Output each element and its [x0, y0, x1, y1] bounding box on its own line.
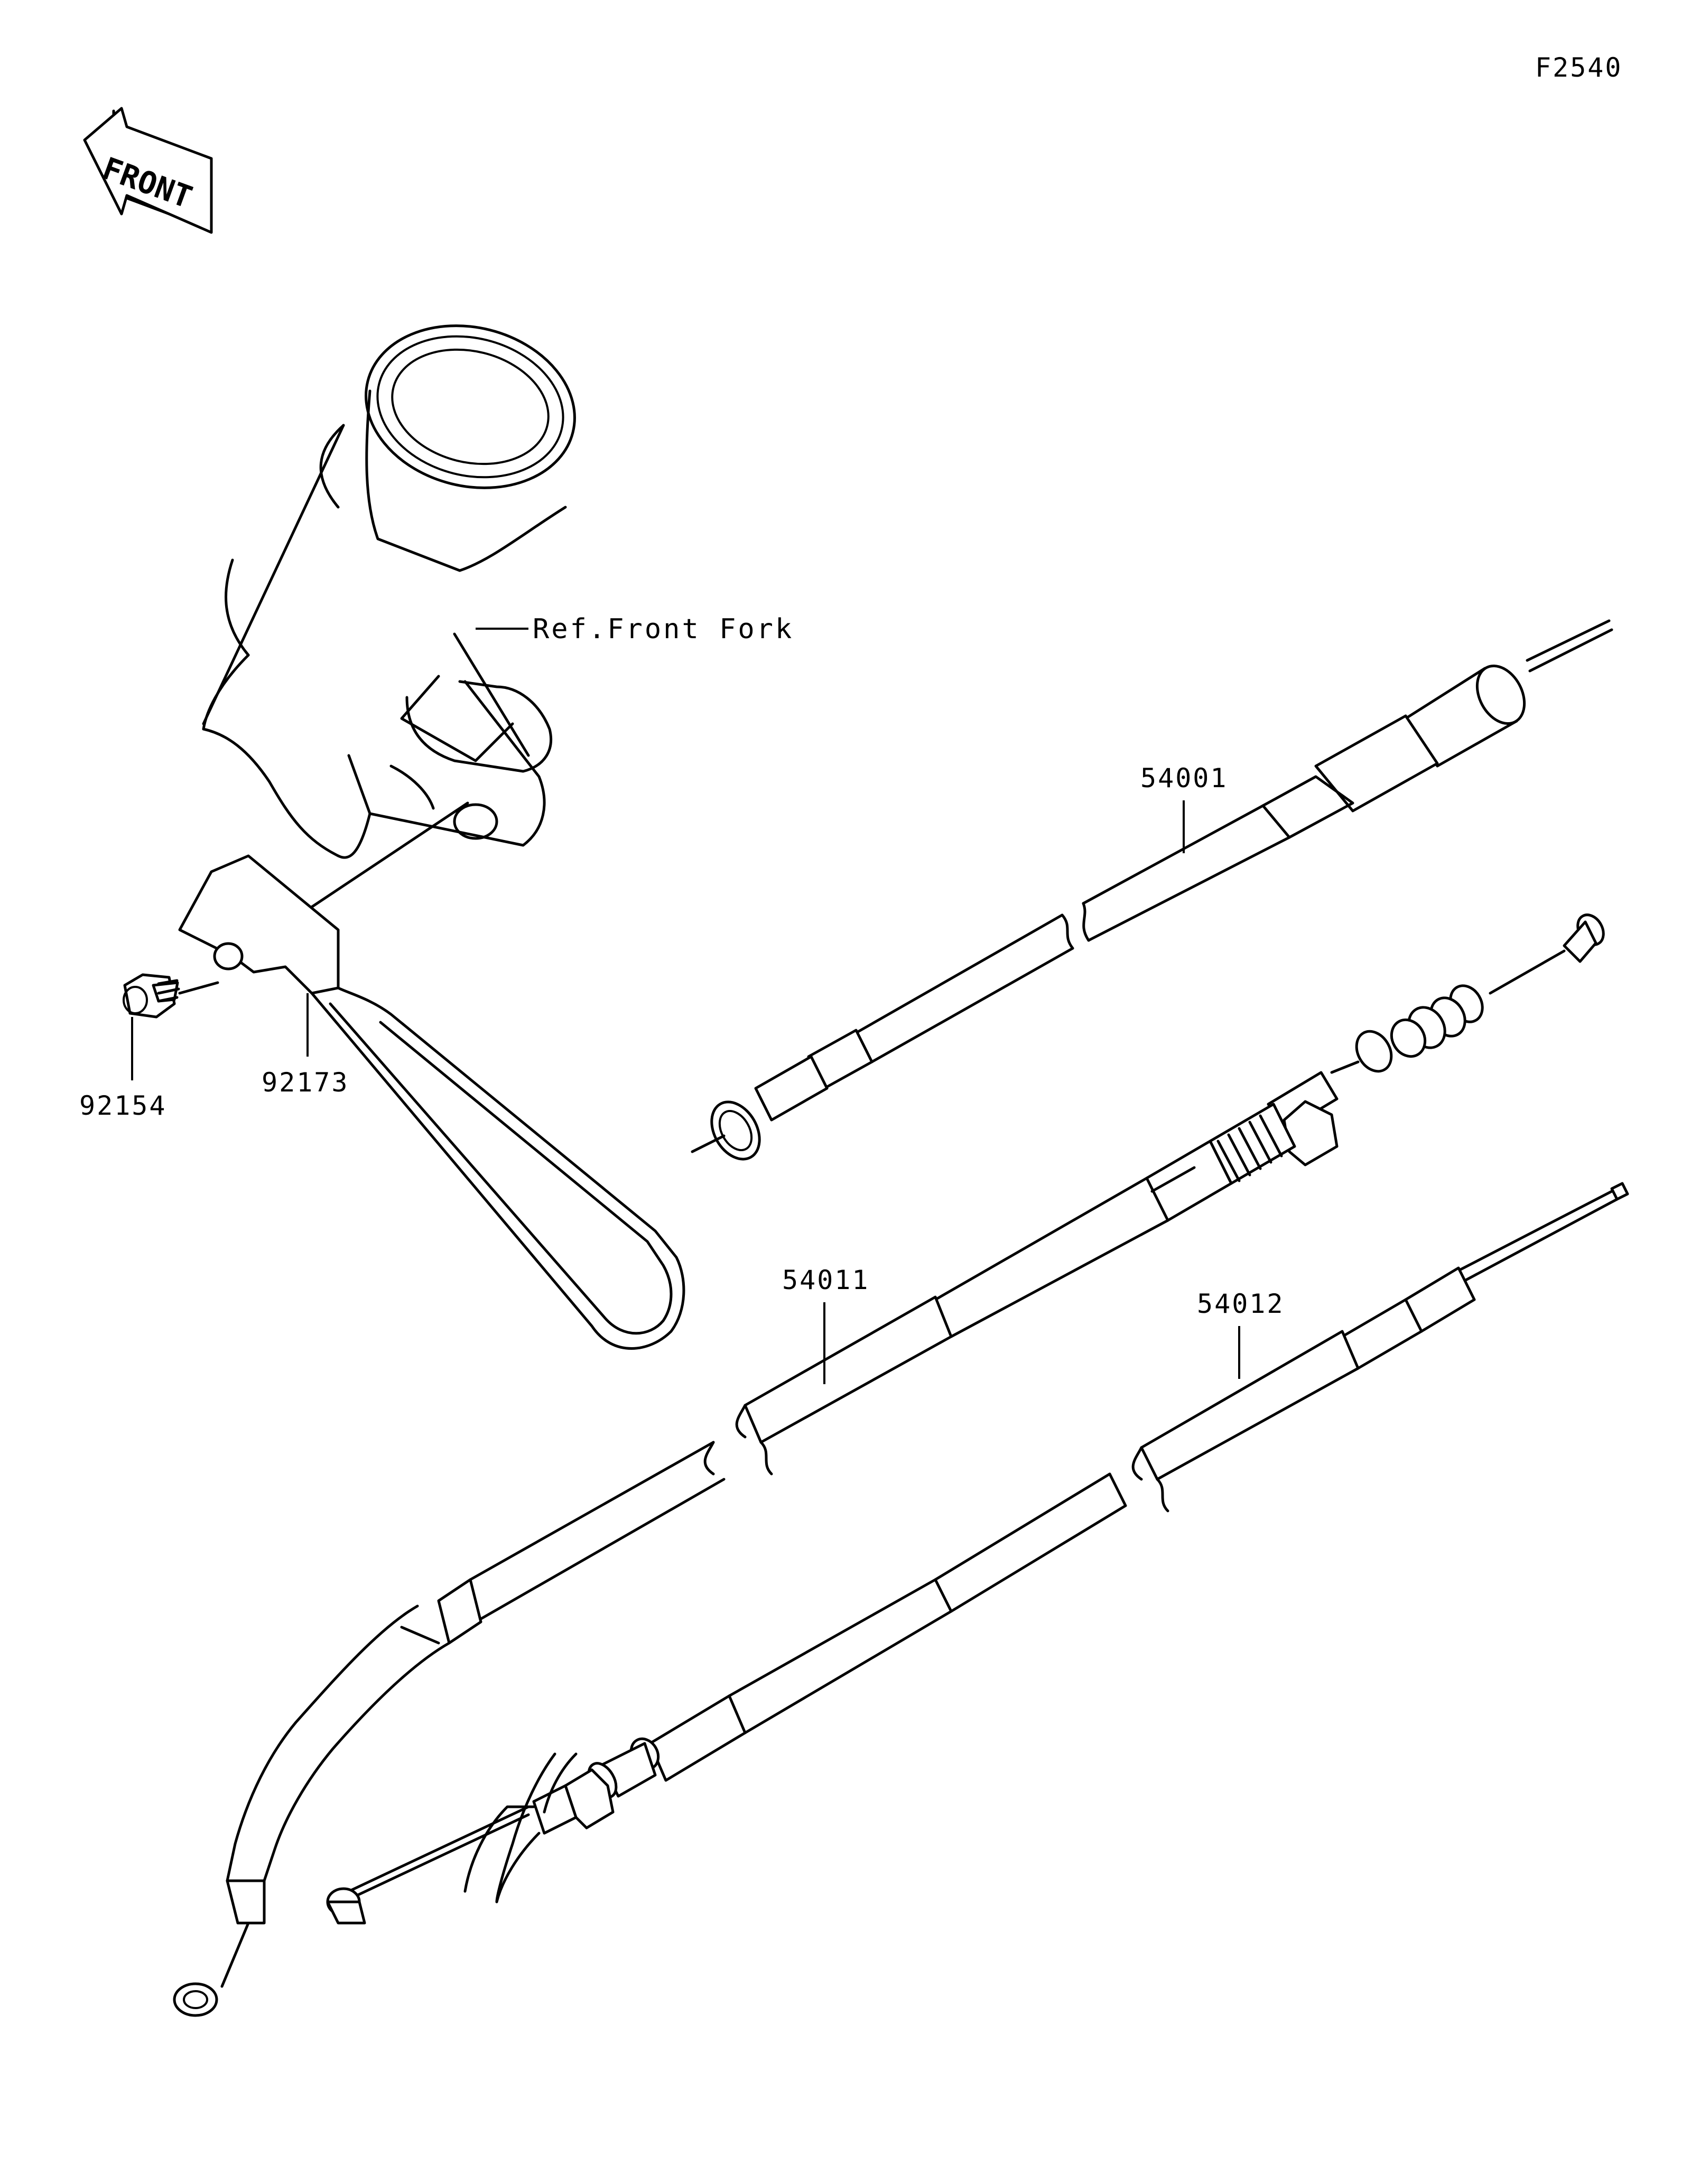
part-label-92173: 92173	[262, 1067, 349, 1098]
part-label-54012: 54012	[1197, 1289, 1285, 1319]
part-label-92154: 92154	[79, 1090, 167, 1121]
diagram-code: F2540	[1535, 52, 1623, 83]
part-label-54011: 54011	[782, 1265, 870, 1295]
ref-front-fork-label: Ref.Front Fork	[533, 613, 794, 645]
cable-54001-drawing	[691, 619, 1613, 1161]
bolt-92154-drawing	[123, 973, 219, 1019]
cable-54012-drawing	[326, 1182, 1629, 1925]
front-arrow-icon: FRONT	[83, 107, 213, 234]
part-label-54001: 54001	[1140, 763, 1228, 794]
cable-54011-drawing	[173, 913, 1605, 2017]
bracket-92173-drawing	[178, 801, 685, 1350]
front-fork-drawing	[202, 324, 576, 859]
